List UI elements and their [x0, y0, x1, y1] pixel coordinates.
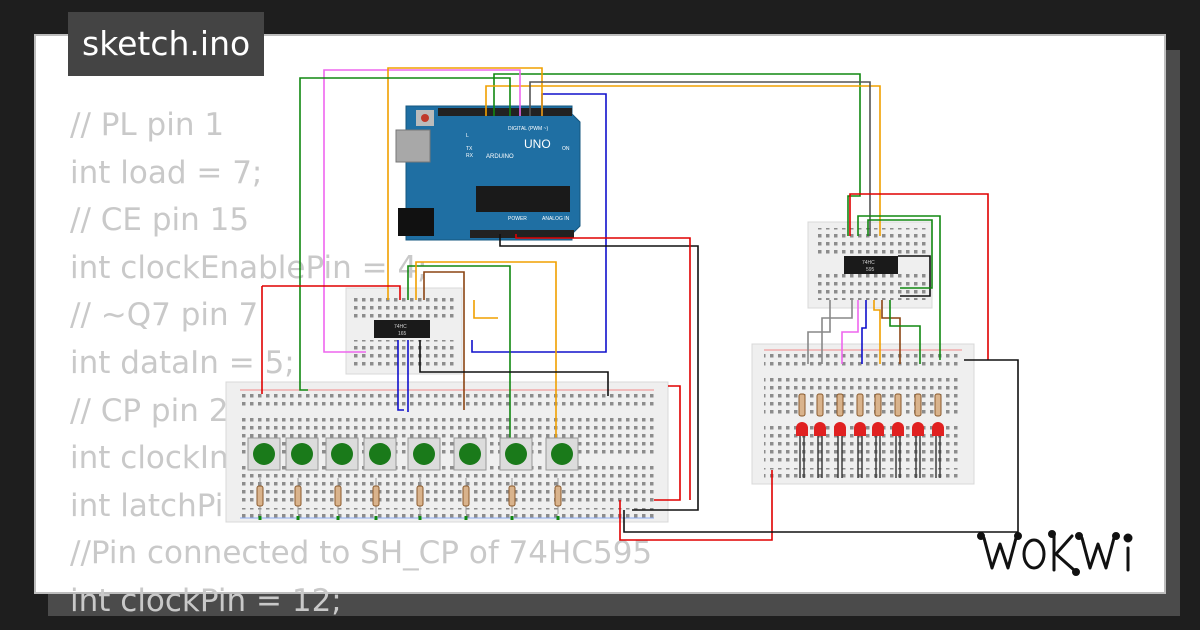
resistor: [816, 393, 824, 417]
resistor: [334, 478, 342, 520]
chip-74hc595[interactable]: 74HC 595: [844, 256, 898, 274]
resistor: [934, 393, 942, 417]
tx-label: TX: [466, 146, 473, 152]
board-brand: ARDUINO: [486, 154, 514, 160]
code-line: int latchPin: [70, 487, 243, 524]
analog-label: ANALOG IN: [542, 216, 570, 222]
on-label: ON: [562, 146, 570, 152]
resistor: [462, 478, 470, 520]
digital-label: DIGITAL (PWM ~): [508, 126, 548, 132]
resistor: [256, 478, 264, 520]
breadboard-small-left: [345, 287, 463, 375]
file-tab[interactable]: sketch.ino: [68, 12, 265, 76]
wires: [261, 67, 1019, 541]
pushbutton[interactable]: [453, 437, 487, 471]
led[interactable]: [912, 422, 924, 478]
rx-label: RX: [466, 153, 474, 159]
project-card[interactable]: // PL pin 1 int load = 7; // CE pin 15 int …: [34, 34, 1166, 619]
pushbutton[interactable]: [247, 437, 281, 471]
pushbutton[interactable]: [499, 437, 533, 471]
led[interactable]: [932, 422, 944, 478]
digital-header: [438, 108, 572, 116]
usb-connector: [395, 129, 431, 163]
chip-165-line1: 74HC: [394, 324, 407, 330]
code-line: //Pin connected to SH_CP of 74HC595: [70, 535, 653, 572]
power-jack: [398, 208, 434, 236]
pushbutton[interactable]: [363, 437, 397, 471]
resistor: [798, 393, 806, 417]
led[interactable]: [834, 422, 846, 478]
code-line: int dataIn = 5;: [70, 344, 295, 381]
arduino-uno-board[interactable]: UNO ARDUINO DIGITAL (PWM ~) POWER ANALOG…: [395, 105, 581, 241]
code-preview: // PL pin 1 int load = 7; // CE pin 15 int …: [70, 102, 652, 626]
code-line: // CE pin 15: [70, 202, 250, 239]
resistor: [914, 393, 922, 417]
breadboard-small-right: [807, 221, 933, 309]
resistor: [416, 478, 424, 520]
button-resistor-row: [256, 478, 562, 520]
led-row: [796, 393, 944, 478]
chip-74hc165[interactable]: 74HC 165: [374, 320, 430, 338]
pushbutton[interactable]: [545, 437, 579, 471]
code-line: int clockIn: [70, 440, 229, 477]
code-line: int clockPin = 12;: [70, 582, 342, 619]
led[interactable]: [796, 422, 808, 478]
code-line: // ~Q7 pin 7: [70, 297, 259, 334]
pushbutton[interactable]: [325, 437, 359, 471]
pushbutton[interactable]: [285, 437, 319, 471]
power-label: POWER: [508, 216, 527, 222]
chip-595-line1: 74HC: [862, 260, 875, 266]
chip-595-line2: 595: [866, 267, 875, 273]
pushbutton[interactable]: [407, 437, 441, 471]
wokwi-logo: [977, 530, 1133, 576]
chip-165-line2: 165: [398, 331, 407, 337]
l-label: L: [466, 133, 469, 139]
resistor: [372, 478, 380, 520]
resistor: [874, 393, 882, 417]
pushbutton-row: [247, 437, 579, 471]
mcu-chip: [476, 186, 570, 212]
led[interactable]: [854, 422, 866, 478]
led[interactable]: [892, 422, 904, 478]
code-line: // CP pin 2: [70, 392, 229, 429]
resistor: [554, 478, 562, 520]
led[interactable]: [872, 422, 884, 478]
code-line: int load = 7;: [70, 154, 263, 191]
code-line: // PL pin 1: [70, 107, 225, 143]
resistor: [856, 393, 864, 417]
analog-header: [470, 230, 574, 238]
resistor: [508, 478, 516, 520]
resistor: [894, 393, 902, 417]
code-line: int clockEnablePin = 4;: [70, 249, 428, 286]
resistor: [836, 393, 844, 417]
resistor: [294, 478, 302, 520]
led[interactable]: [814, 422, 826, 478]
board-logo: UNO: [524, 137, 551, 151]
